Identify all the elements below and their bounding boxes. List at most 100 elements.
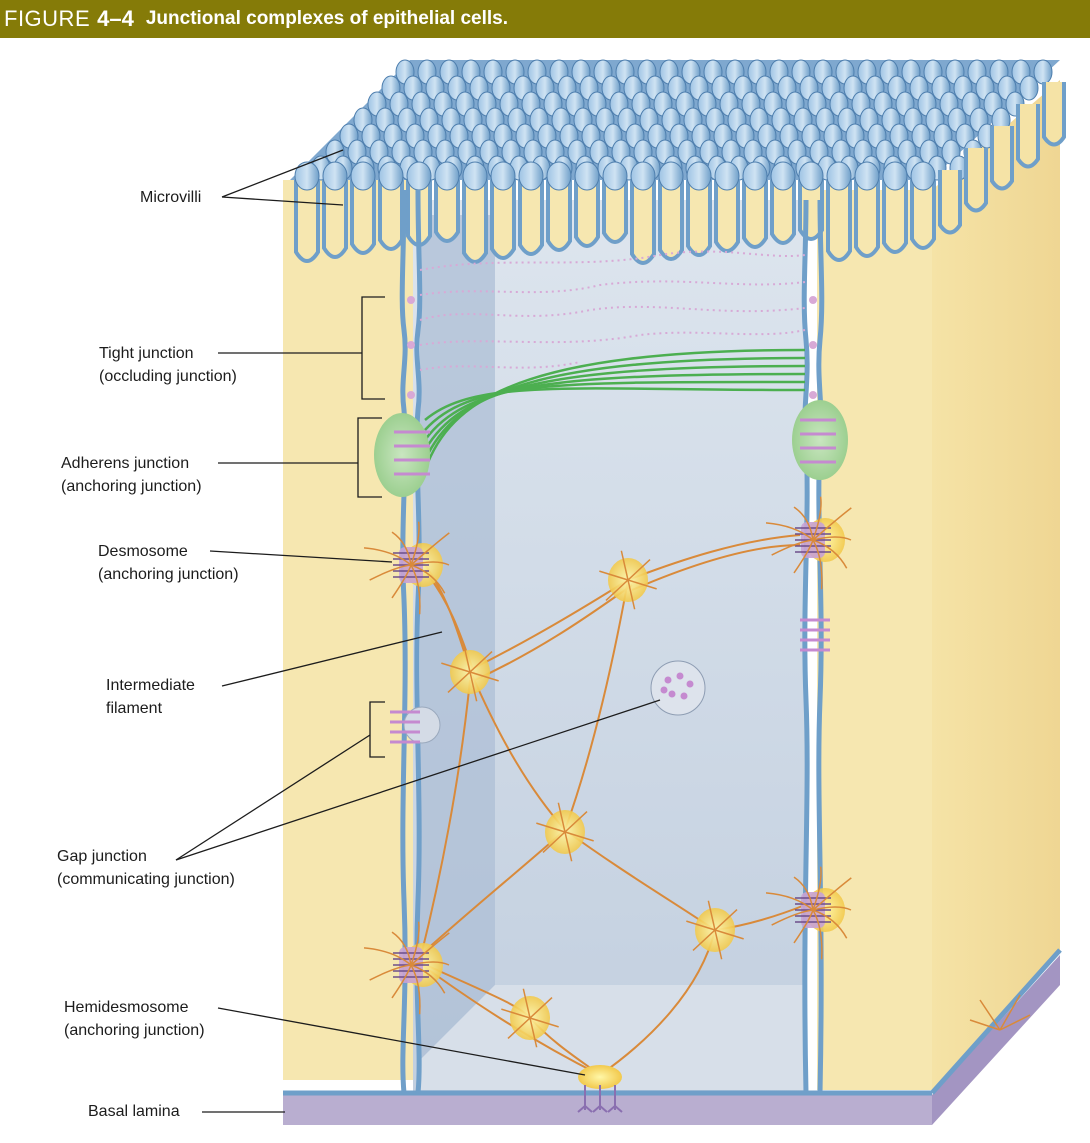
right-cell-cytoplasm	[817, 190, 932, 1090]
adherens-junction-right	[792, 400, 848, 480]
hemidesmosome	[577, 1065, 623, 1113]
basal-lamina-front	[283, 1095, 932, 1125]
filament-plaque	[501, 988, 559, 1048]
actin-filament-belt	[423, 348, 806, 471]
label-gap-junction-line2: (communicating junction)	[57, 871, 235, 888]
desmosome	[765, 496, 852, 590]
figure-title: Junctional complexes of epithelial cells…	[145, 8, 509, 29]
tight-junction-contacts	[407, 296, 817, 399]
microvillus-front	[686, 180, 712, 257]
label-hemidesmosome-line1: Hemidesmosome	[64, 999, 189, 1016]
leader-lines	[175, 149, 661, 1113]
label-gap-junction-line1: Gap junction	[57, 848, 147, 865]
microvillus-front	[714, 180, 740, 253]
label-adherens-junction: Adherens junction (anchoring junction)	[61, 452, 202, 498]
microvillus-tip	[630, 161, 656, 191]
label-tight-junction-line2: (occluding junction)	[99, 368, 237, 385]
microvillus-tip	[574, 161, 600, 191]
right-membrane-a	[801, 199, 810, 1094]
microvillus-tip	[770, 161, 796, 191]
label-tight-junction-line1: Tight junction	[99, 345, 194, 362]
adherens-junction-left	[374, 413, 430, 497]
gap-junction-right	[800, 618, 830, 652]
microvillus-tip	[686, 161, 712, 191]
central-cell-interior	[413, 200, 805, 1095]
side-hemidesmosome	[969, 994, 1031, 1031]
microvillus-tip	[546, 161, 572, 191]
label-adherens-line1: Adherens junction	[61, 455, 190, 472]
figure-word: FIGURE	[4, 6, 91, 31]
label-intermediate-line2: filament	[106, 700, 163, 717]
label-desmosome-line2: (anchoring junction)	[98, 566, 239, 583]
label-microvilli-text: Microvilli	[140, 189, 202, 206]
desmosomes	[363, 496, 852, 1048]
microvillus-front	[854, 180, 880, 258]
microvillus-front	[770, 180, 796, 245]
microvillus-side	[964, 148, 988, 213]
microvillus-tip	[798, 161, 824, 191]
figure-header: FIGURE 4–4 Junctional complexes of epith…	[0, 0, 1090, 38]
microvillus-front	[826, 180, 852, 262]
microvillus-tip	[434, 161, 460, 191]
microvillus-front	[434, 180, 460, 243]
desmosome	[363, 921, 450, 1015]
microvillus-front	[294, 180, 320, 263]
microvillus-back	[1033, 59, 1053, 85]
microvillus-front	[742, 180, 768, 249]
microvilli-front-row	[294, 82, 1066, 265]
gap-junction-left	[390, 706, 441, 744]
microvillus-front	[322, 180, 348, 259]
label-desmosome: Desmosome (anchoring junction)	[98, 540, 239, 586]
figure-number: 4–4	[97, 6, 134, 31]
microvillus-front	[882, 180, 908, 254]
label-hemidesmosome-line2: (anchoring junction)	[64, 1022, 205, 1039]
microvillus-front	[350, 180, 376, 255]
microvillus-front	[602, 180, 628, 244]
microvillus-tip	[378, 161, 404, 191]
desmosome	[363, 521, 450, 615]
microvillus-tip	[882, 161, 908, 191]
microvillus-front	[658, 180, 684, 261]
microvillus-tip	[322, 161, 348, 191]
label-intermediate-line1: Intermediate	[106, 677, 195, 694]
microvillus-side	[990, 126, 1014, 191]
microvillus-tip	[462, 161, 488, 191]
microvillus-front	[574, 180, 600, 248]
tight-junction-strands	[419, 250, 806, 371]
filament-plaque	[686, 900, 744, 960]
microvillus-front	[462, 180, 488, 264]
microvillus-tip	[742, 161, 768, 191]
filament-plaque	[536, 802, 594, 862]
microvillus-tip	[294, 161, 320, 191]
microvillus-side	[1042, 82, 1066, 147]
microvillus-back	[1019, 75, 1039, 101]
microvillus-front	[630, 180, 656, 265]
gap-junction-face	[650, 660, 706, 716]
microvillus-tip	[490, 161, 516, 191]
microvillus-front	[546, 180, 572, 252]
microvillus-front	[518, 180, 544, 256]
label-tight-junction: Tight junction (occluding junction)	[99, 342, 237, 388]
microvillus-tip	[406, 161, 432, 191]
right-side-face	[932, 80, 1060, 1090]
microvillus-side	[938, 170, 962, 235]
label-basal-lamina-text: Basal lamina	[88, 1103, 180, 1120]
basal-lamina-side	[932, 955, 1060, 1125]
label-basal-lamina: Basal lamina	[88, 1100, 180, 1123]
label-microvilli: Microvilli	[140, 186, 201, 209]
label-adherens-line2: (anchoring junction)	[61, 478, 202, 495]
microvillus-tip	[518, 161, 544, 191]
microvillus-tip	[714, 161, 740, 191]
microvilli-surface	[290, 59, 1060, 181]
microvillus-side	[1016, 104, 1040, 169]
filament-plaque	[599, 550, 657, 610]
label-gap-junction: Gap junction (communicating junction)	[57, 845, 235, 891]
microvillus-tip	[350, 161, 376, 191]
label-desmosome-line1: Desmosome	[98, 543, 188, 560]
left-cell-cytoplasm	[283, 180, 413, 1080]
label-intermediate-filament: Intermediate filament	[106, 674, 195, 720]
microvillus-front	[490, 180, 516, 260]
desmosome	[765, 866, 852, 960]
microvillus-tip	[602, 161, 628, 191]
